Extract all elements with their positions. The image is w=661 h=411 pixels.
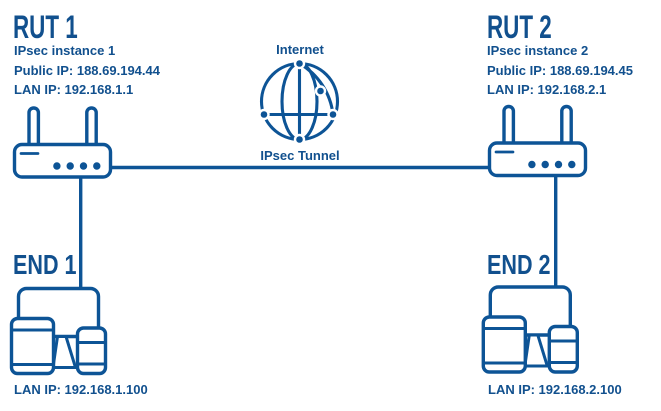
rut1-lan-ip-label: LAN IP: 192.168.1.1: [14, 82, 134, 98]
rut2-lan-ip-label: LAN IP: 192.168.2.1: [487, 82, 607, 98]
rut1-public-ip-label: Public IP: 188.69.194.44: [14, 62, 160, 78]
rut1-title: RUT 1: [13, 9, 78, 45]
rut2-router-icon: [487, 104, 588, 178]
rut2-instance-label: IPsec instance 2: [487, 43, 589, 58]
rut2-public-ip-label: Public IP: 188.69.194.45: [487, 62, 633, 78]
end1-title: END 1: [13, 249, 77, 280]
end2-lan-ip-label: LAN IP: 192.168.2.100: [488, 382, 622, 397]
internet-label: Internet: [276, 42, 324, 57]
end1-devices-icon: [9, 286, 108, 376]
rut2-title: RUT 2: [487, 9, 552, 45]
end1-lan-ip-label: LAN IP: 192.168.1.100: [14, 382, 148, 397]
rut1-instance-label: IPsec instance 1: [14, 43, 116, 58]
internet-globe-icon: [258, 57, 340, 146]
rut1-router-icon: [12, 106, 113, 179]
rut1-info: IPsec instance 1 Public IP: 188.69.194.4…: [14, 41, 160, 100]
rut2-info: IPsec instance 2 Public IP: 188.69.194.4…: [487, 41, 633, 100]
ipsec-tunnel-label: IPsec Tunnel: [260, 148, 340, 163]
end2-title: END 2: [487, 249, 551, 280]
end2-devices-icon: [481, 285, 579, 374]
